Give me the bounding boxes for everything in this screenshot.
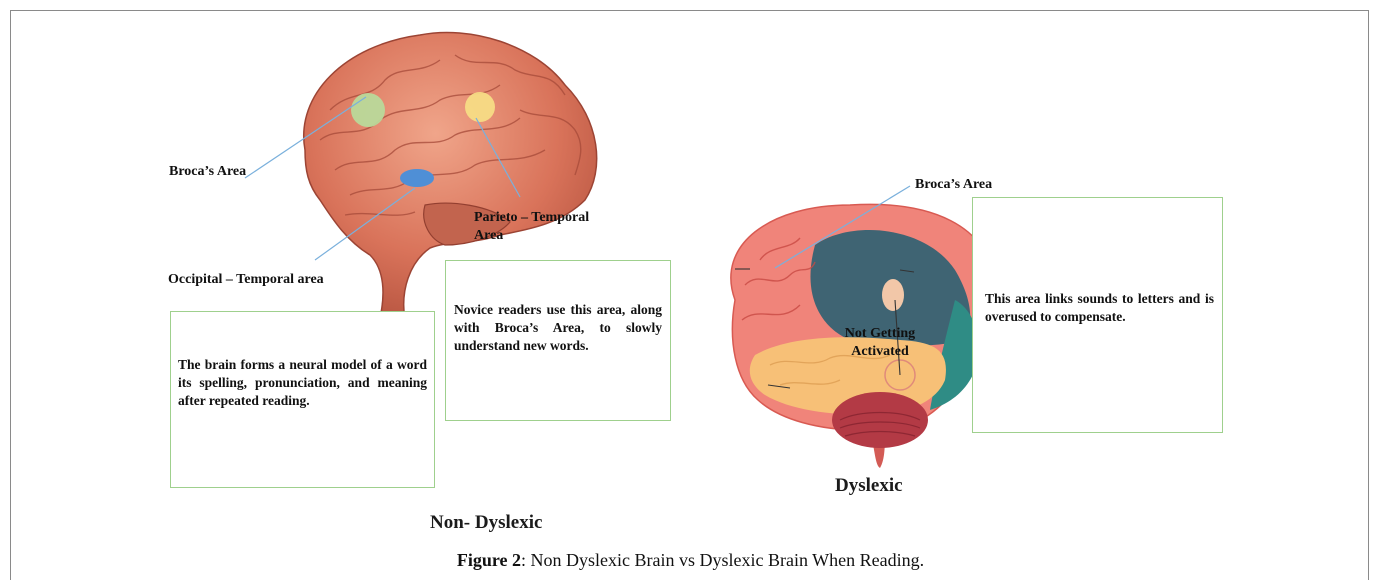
- caption-text: : Non Dyslexic Brain vs Dyslexic Brain W…: [521, 550, 924, 570]
- dyslexic-parieto-marker: [882, 279, 904, 311]
- caption-prefix: Figure 2: [457, 550, 521, 570]
- compensation-text: This area links sounds to letters and is…: [985, 290, 1214, 326]
- novice-readers-box: Novice readers use this area, along with…: [445, 260, 671, 421]
- occipital-marker: [400, 169, 434, 187]
- occipital-temporal-label: Occipital – Temporal area: [168, 271, 348, 289]
- dyslexic-broca-area-label: Broca’s Area: [915, 176, 992, 194]
- neural-model-box: The brain forms a neural model of a word…: [170, 311, 435, 488]
- dyslexic-title: Dyslexic: [835, 475, 903, 497]
- parieto-temporal-label: Parieto – Temporal Area: [474, 209, 614, 245]
- broca-area-label: Broca’s Area: [169, 163, 246, 181]
- novice-readers-text: Novice readers use this area, along with…: [454, 301, 662, 355]
- figure-caption: Figure 2: Non Dyslexic Brain vs Dyslexic…: [0, 550, 1381, 571]
- not-activated-label: Not Getting Activated: [840, 325, 920, 361]
- dyslexic-cerebellum: [832, 392, 928, 448]
- parieto-marker: [465, 92, 495, 122]
- broca-marker: [351, 93, 385, 127]
- neural-model-text: The brain forms a neural model of a word…: [178, 356, 427, 410]
- non-dyslexic-title: Non- Dyslexic: [430, 512, 542, 534]
- compensation-box: This area links sounds to letters and is…: [972, 197, 1223, 433]
